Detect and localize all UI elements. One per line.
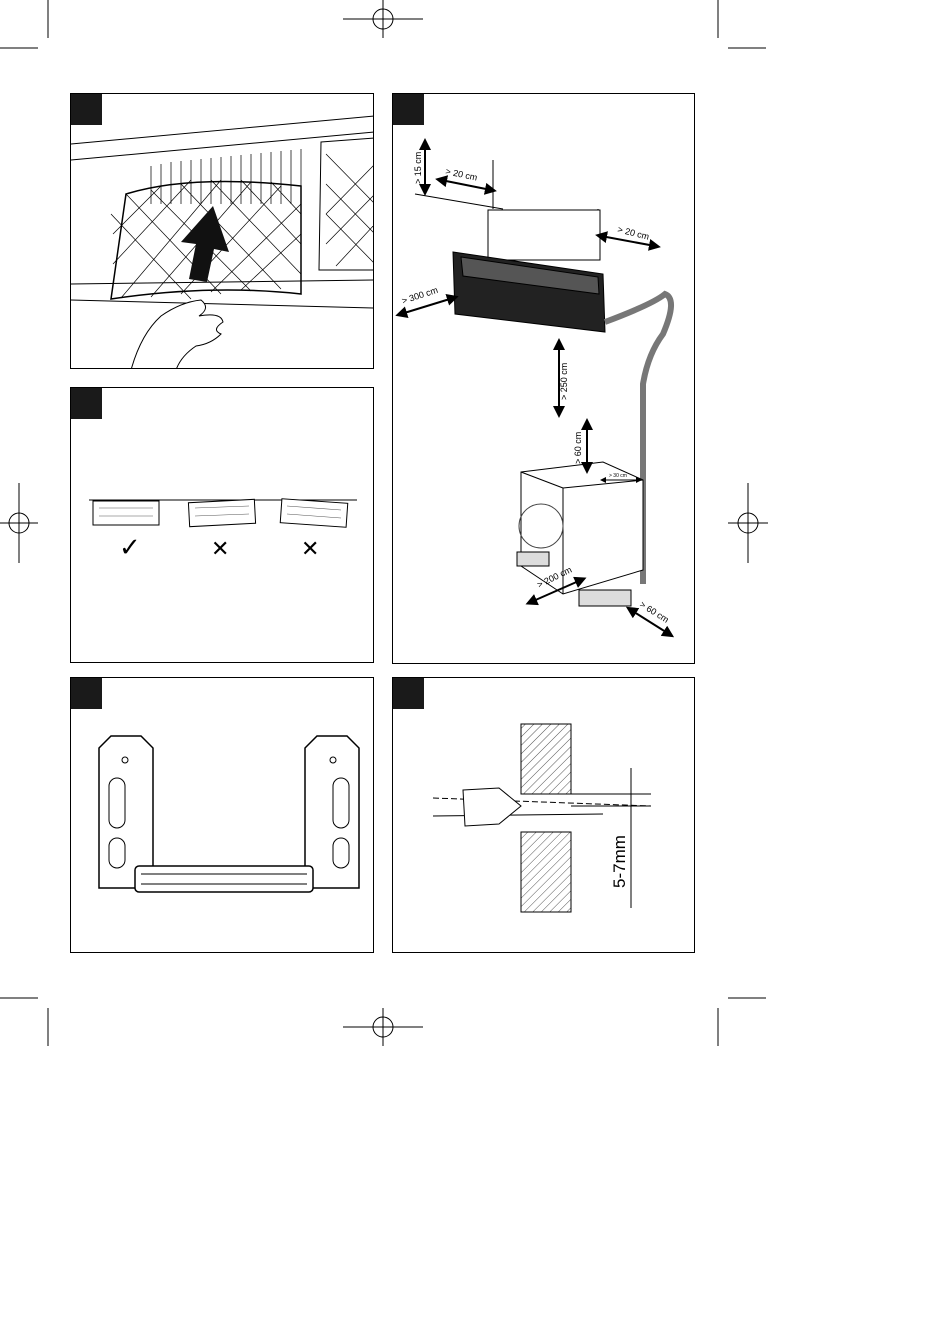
up-arrow-icon <box>181 206 229 282</box>
filter-illustration <box>71 94 374 369</box>
wall-upper <box>521 724 571 794</box>
wall-lower <box>521 832 571 912</box>
bracket-illustration <box>71 678 374 953</box>
clearance-illustration: > 15 cm > 20 cm > 20 cm > 300 cm > 250 c… <box>393 94 695 664</box>
bracket-left <box>99 736 153 888</box>
level-illustration: ✓ ✕ ✕ <box>71 388 374 663</box>
panel-filter-removal <box>70 93 374 369</box>
drill-bit-icon <box>463 788 521 826</box>
bracket-right <box>305 736 359 888</box>
registration-target-left <box>0 483 38 563</box>
panel-level-check: ✓ ✕ ✕ <box>70 387 374 663</box>
panel-mounting-bracket <box>70 677 374 953</box>
hand-icon <box>131 300 223 369</box>
dim-below: > 250 cm <box>559 363 569 400</box>
check-mark-icon: ✓ <box>119 533 141 563</box>
dim-left-top: > 20 cm <box>445 166 479 182</box>
cross-mark-icon: ✕ <box>301 537 319 562</box>
plate-tilt-left <box>188 499 255 526</box>
panel-clearance: > 15 cm > 20 cm > 20 cm > 300 cm > 250 c… <box>392 93 695 664</box>
panel-wall-drilling: 5-7mm <box>392 677 695 953</box>
plate-tilt-right <box>280 499 348 528</box>
dim-outdoor-rear: > 60 cm <box>638 599 671 625</box>
dim-outdoor-side: > 30 cm <box>609 473 627 479</box>
bracket-bar <box>135 866 313 892</box>
registration-target-right <box>728 483 768 563</box>
drill-illustration: 5-7mm <box>393 678 695 953</box>
registration-target-top <box>343 0 423 38</box>
slope-label: 5-7mm <box>610 835 629 888</box>
dim-top: > 15 cm <box>413 152 423 184</box>
registration-target-bottom <box>343 1008 423 1046</box>
dim-outdoor-top: > 60 cm <box>573 432 583 464</box>
cross-mark-icon: ✕ <box>211 537 229 562</box>
dim-front: > 300 cm <box>401 285 440 306</box>
plate-level <box>93 501 159 525</box>
